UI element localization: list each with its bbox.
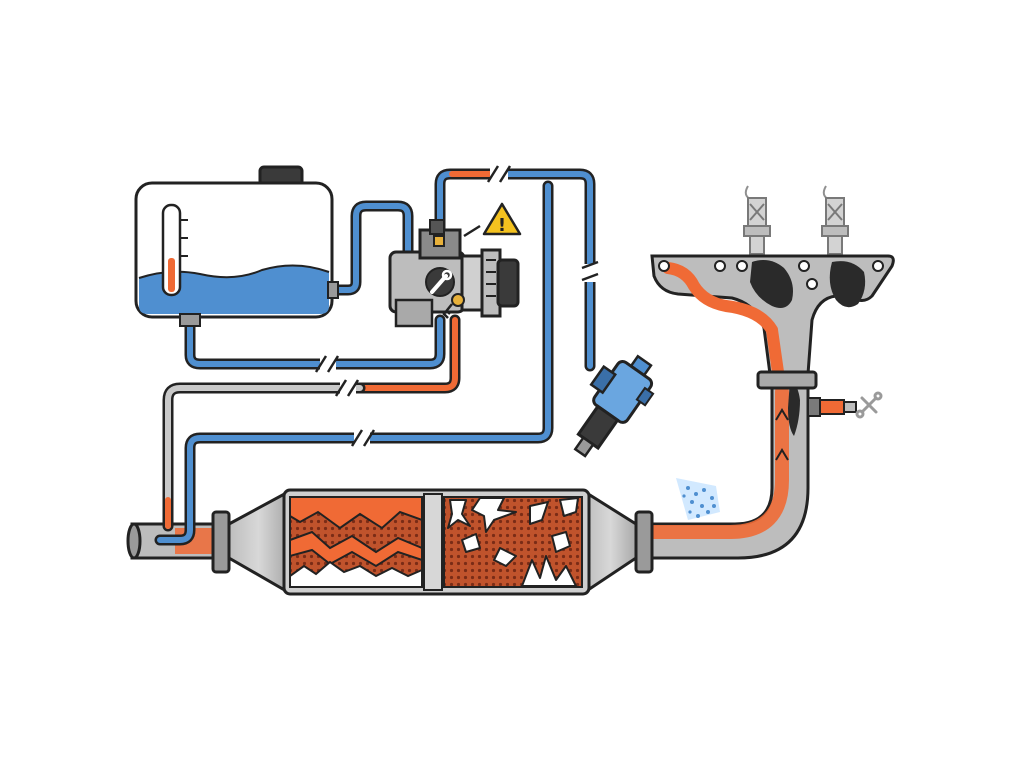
catalyst-brick-right [443,496,583,588]
catalyst-brick-left [289,496,423,588]
sensor-probe-icon [743,185,849,255]
catalytic-converter-icon [211,488,654,596]
warning-triangle-icon: ! [482,202,522,236]
wrench-icon [425,267,455,297]
line-break-marks [314,165,599,447]
wrench-icon [855,391,883,419]
spray-mist-icon [676,478,720,520]
warning-symbol: ! [498,215,506,236]
level-gauge-icon [161,203,188,297]
fluid-lines [154,168,596,546]
soot-deposit [750,260,866,436]
crystal-deposit-icon [447,497,579,587]
dosing-pump-icon [388,219,520,328]
reservoir-tank-icon [134,165,339,327]
key-icon [442,293,465,319]
side-sensor [807,391,883,419]
exhaust-manifold-icon [650,254,895,480]
injector-icon [573,354,720,520]
